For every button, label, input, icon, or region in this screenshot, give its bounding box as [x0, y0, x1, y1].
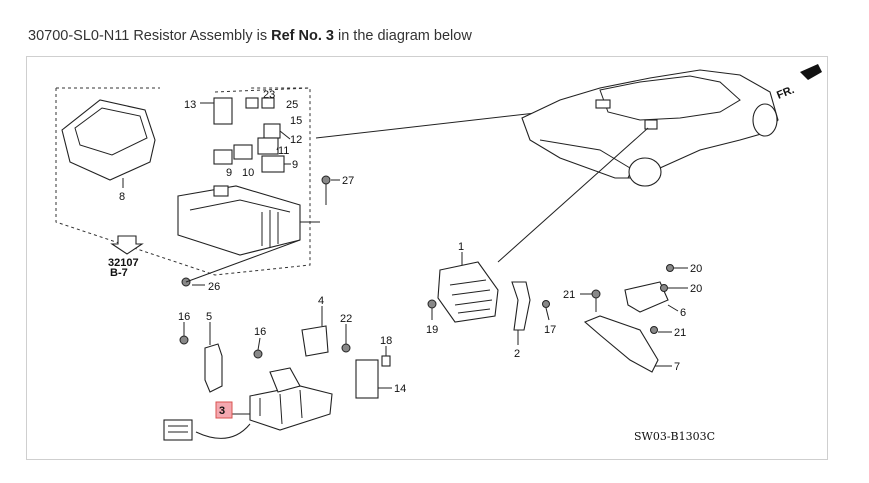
relay-14 [355, 359, 379, 399]
label-9b: 9 [226, 167, 232, 179]
relay-box [177, 185, 301, 256]
label-1: 1 [458, 241, 464, 253]
caption: 30700-SL0-N11 Resistor Assembly is Ref N… [28, 28, 472, 44]
label-17: 17 [544, 324, 556, 336]
relay-13 [213, 97, 233, 125]
label-18: 18 [380, 335, 392, 347]
label-16a: 16 [178, 311, 190, 323]
label-21b: 21 [674, 327, 686, 339]
label-4: 4 [318, 295, 324, 307]
label-20b: 20 [690, 283, 702, 295]
label-10: 10 [242, 167, 254, 179]
resistor-assembly [249, 385, 333, 431]
label-11: 11 [278, 145, 289, 157]
label-15: 15 [290, 115, 302, 127]
label-25: 25 [286, 99, 298, 111]
label-19: 19 [426, 324, 438, 336]
lower-group [163, 306, 392, 441]
label-12: 12 [290, 134, 302, 146]
caption-ref: Ref No. 3 [271, 28, 334, 44]
label-22: 22 [340, 313, 352, 325]
label-ref-sub: B-7 [110, 267, 128, 279]
label-8: 8 [119, 191, 125, 203]
part-labels: 13 23 25 15 12 11 9 9 10 8 27 32107 B-7 … [108, 84, 796, 443]
label-23: 23 [263, 89, 275, 101]
fuse-box-cover [61, 99, 156, 181]
label-21a: 21 [563, 289, 575, 301]
caption-suffix: in the diagram below [333, 28, 472, 44]
label-13: 13 [184, 99, 196, 111]
label-26: 26 [208, 281, 220, 293]
bracket-group [427, 252, 688, 373]
ref-3-highlight [215, 401, 233, 419]
label-6: 6 [680, 307, 686, 319]
direction-label: FR. [775, 84, 796, 102]
bracket-4 [301, 325, 329, 357]
fuse-box-group [55, 87, 607, 287]
bracket-1 [437, 261, 499, 323]
label-ref-box: 32107 [108, 257, 139, 269]
label-16b: 16 [254, 326, 266, 338]
ref-arrow-icon [110, 235, 144, 255]
label-5: 5 [206, 311, 212, 323]
diagram-code: SW03-B1303C [634, 430, 715, 443]
label-2: 2 [514, 348, 520, 360]
bracket-2 [511, 281, 531, 331]
label-7: 7 [674, 361, 680, 373]
label-27: 27 [342, 175, 354, 187]
label-9: 9 [292, 159, 298, 171]
bracket-5 [204, 343, 223, 393]
label-3: 3 [219, 405, 225, 417]
connector [163, 419, 193, 441]
label-20a: 20 [690, 263, 702, 275]
label-14: 14 [394, 383, 406, 395]
car-outline [497, 64, 822, 263]
caption-prefix: 30700-SL0-N11 Resistor Assembly is [28, 28, 272, 44]
